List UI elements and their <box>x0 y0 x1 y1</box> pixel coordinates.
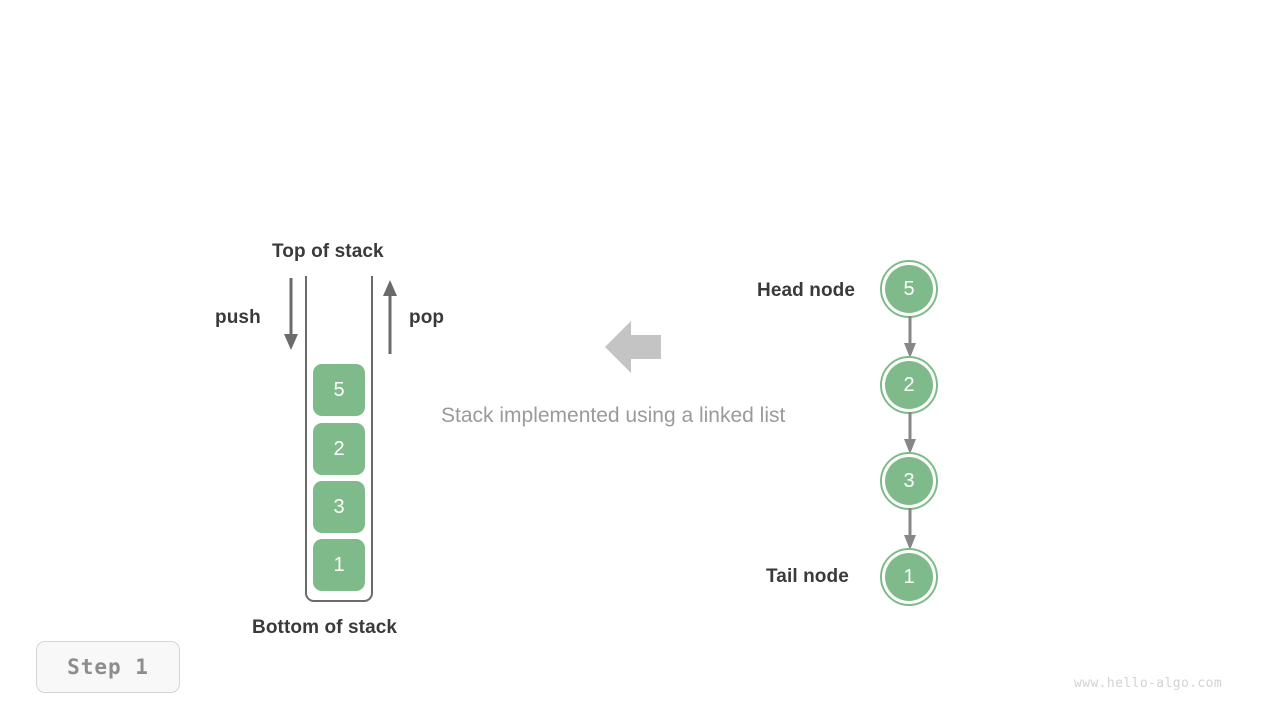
linked-list-node-value: 1 <box>885 553 933 601</box>
transform-left-arrow-icon <box>605 321 661 373</box>
linked-list-node: 3 <box>880 452 938 510</box>
pop-arrow-icon <box>383 280 397 354</box>
pop-label: pop <box>409 307 445 328</box>
linked-list-node-value: 2 <box>885 361 933 409</box>
linked-list-node: 1 <box>880 548 938 606</box>
push-label: push <box>215 307 261 328</box>
next-pointer-arrow-icon <box>904 316 916 358</box>
next-pointer-arrow-icon <box>904 412 916 454</box>
tail-node-label: Tail node <box>766 566 849 587</box>
head-node-label: Head node <box>757 280 856 301</box>
stack-cell: 5 <box>313 364 365 416</box>
linked-list-node-value: 5 <box>885 265 933 313</box>
stack-container <box>305 276 373 602</box>
linked-list-node: 2 <box>880 356 938 414</box>
stack-cell: 2 <box>313 423 365 475</box>
stack-cell: 3 <box>313 481 365 533</box>
diagram-caption: Stack implemented using a linked list <box>441 404 786 427</box>
next-pointer-arrow-icon <box>904 508 916 550</box>
watermark: www.hello-algo.com <box>1074 676 1223 691</box>
linked-list: 5 2 3 1 <box>880 250 960 620</box>
push-arrow-icon <box>284 278 298 350</box>
linked-list-node: 5 <box>880 260 938 318</box>
bottom-of-stack-label: Bottom of stack <box>252 617 398 638</box>
stack-cell: 1 <box>313 539 365 591</box>
step-badge: Step 1 <box>36 641 180 693</box>
linked-list-node-value: 3 <box>885 457 933 505</box>
top-of-stack-label: Top of stack <box>272 241 384 262</box>
